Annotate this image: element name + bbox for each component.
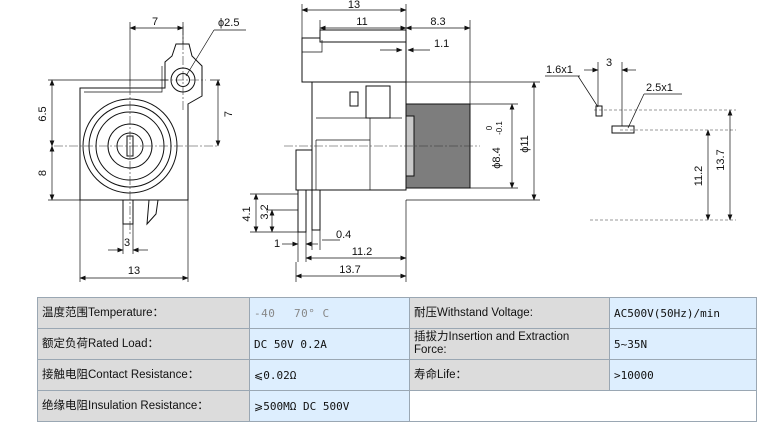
dim-side-1: 1 — [274, 238, 280, 250]
spec-label-withstand-voltage: 耐压Withstand Voltage: — [409, 297, 610, 329]
dim-side-tol-upper: 0 — [485, 125, 494, 130]
dim-side-112: 11.2 — [352, 246, 373, 258]
table-row: 绝缘电阻Insulation Resistance： ⩾500MΩ DC 500… — [37, 390, 757, 422]
spec-label-life: 寿命Life： — [409, 359, 610, 391]
dim-front-7: 7 — [152, 16, 158, 28]
dim-side-04: 0.4 — [336, 229, 351, 241]
dim-side-phi84: ϕ8.4 — [491, 147, 503, 168]
dim-side-tol-lower: -0.1 — [495, 121, 504, 135]
table-row: 温度范围Temperature： -40 70° C 耐压Withstand V… — [37, 297, 757, 329]
table-row: 接触电阻Contact Resistance： ⩽0.02Ω 寿命Life： >… — [37, 359, 757, 391]
dim-front-13: 13 — [128, 265, 140, 277]
spec-label-rated-load: 额定负荷Rated Load： — [37, 328, 250, 360]
dim-side-32: 3.2 — [259, 204, 271, 219]
spec-value-temperature: -40 70° C — [249, 297, 410, 329]
dim-side-13: 13 — [348, 0, 360, 11]
spec-value-contact-resistance: ⩽0.02Ω — [249, 359, 410, 391]
spec-value-insulation-resistance: ⩾500MΩ DC 500V — [249, 390, 410, 422]
dim-side-1-1: 1.1 — [434, 38, 449, 50]
dim-side-83: 8.3 — [430, 16, 445, 28]
front-view: 7 ϕ2.5 6.5 8 7 3 13 — [37, 16, 246, 282]
side-view: 13 11 8.3 1.1 ϕ8.4 0 -0.1 ϕ11 4.1 3.2 1 — [241, 0, 540, 282]
dim-side-11: 11 — [356, 16, 367, 28]
dim-side-41: 4.1 — [241, 206, 253, 221]
pcb-footprint: 1.6x1 3 2.5x1 11.2 13.7 — [545, 57, 736, 221]
dim-side-137: 13.7 — [339, 264, 360, 276]
dim-front-phi25: ϕ2.5 — [218, 17, 239, 29]
spec-label-contact-resistance: 接触电阻Contact Resistance： — [37, 359, 250, 391]
spec-value-life: >10000 — [609, 359, 757, 391]
spec-value-insertion-force: 5~35N — [609, 328, 757, 360]
dim-front-8: 8 — [37, 170, 49, 176]
dim-front-65: 6.5 — [37, 106, 49, 121]
spec-label-insertion-force: 插拔力Insertion and Extraction Force: — [409, 328, 610, 360]
spec-value-rated-load: DC 50V 0.2A — [249, 328, 410, 360]
dim-pcb-3: 3 — [606, 57, 612, 69]
table-row: 额定负荷Rated Load： DC 50V 0.2A 插拔力Insertion… — [37, 328, 757, 360]
dim-front-3: 3 — [124, 237, 130, 249]
spec-table: 温度范围Temperature： -40 70° C 耐压Withstand V… — [37, 297, 757, 422]
spec-empty-cell — [409, 390, 757, 422]
spec-label-insulation-resistance: 绝缘电阻Insulation Resistance： — [37, 390, 250, 422]
dim-pcb-137: 13.7 — [715, 149, 727, 170]
spec-label-temperature: 温度范围Temperature： — [37, 297, 250, 329]
technical-drawing: 7 ϕ2.5 6.5 8 7 3 13 — [37, 0, 736, 282]
dim-front-7-vertical: 7 — [223, 111, 235, 117]
dim-side-phi11: ϕ11 — [519, 135, 531, 153]
spec-value-withstand-voltage: AC500V(50Hz)/min — [609, 297, 757, 329]
dim-pcb-112: 11.2 — [693, 166, 705, 187]
dim-pcb-16x1: 1.6x1 — [546, 64, 573, 76]
dim-pcb-25x1: 2.5x1 — [646, 82, 673, 94]
